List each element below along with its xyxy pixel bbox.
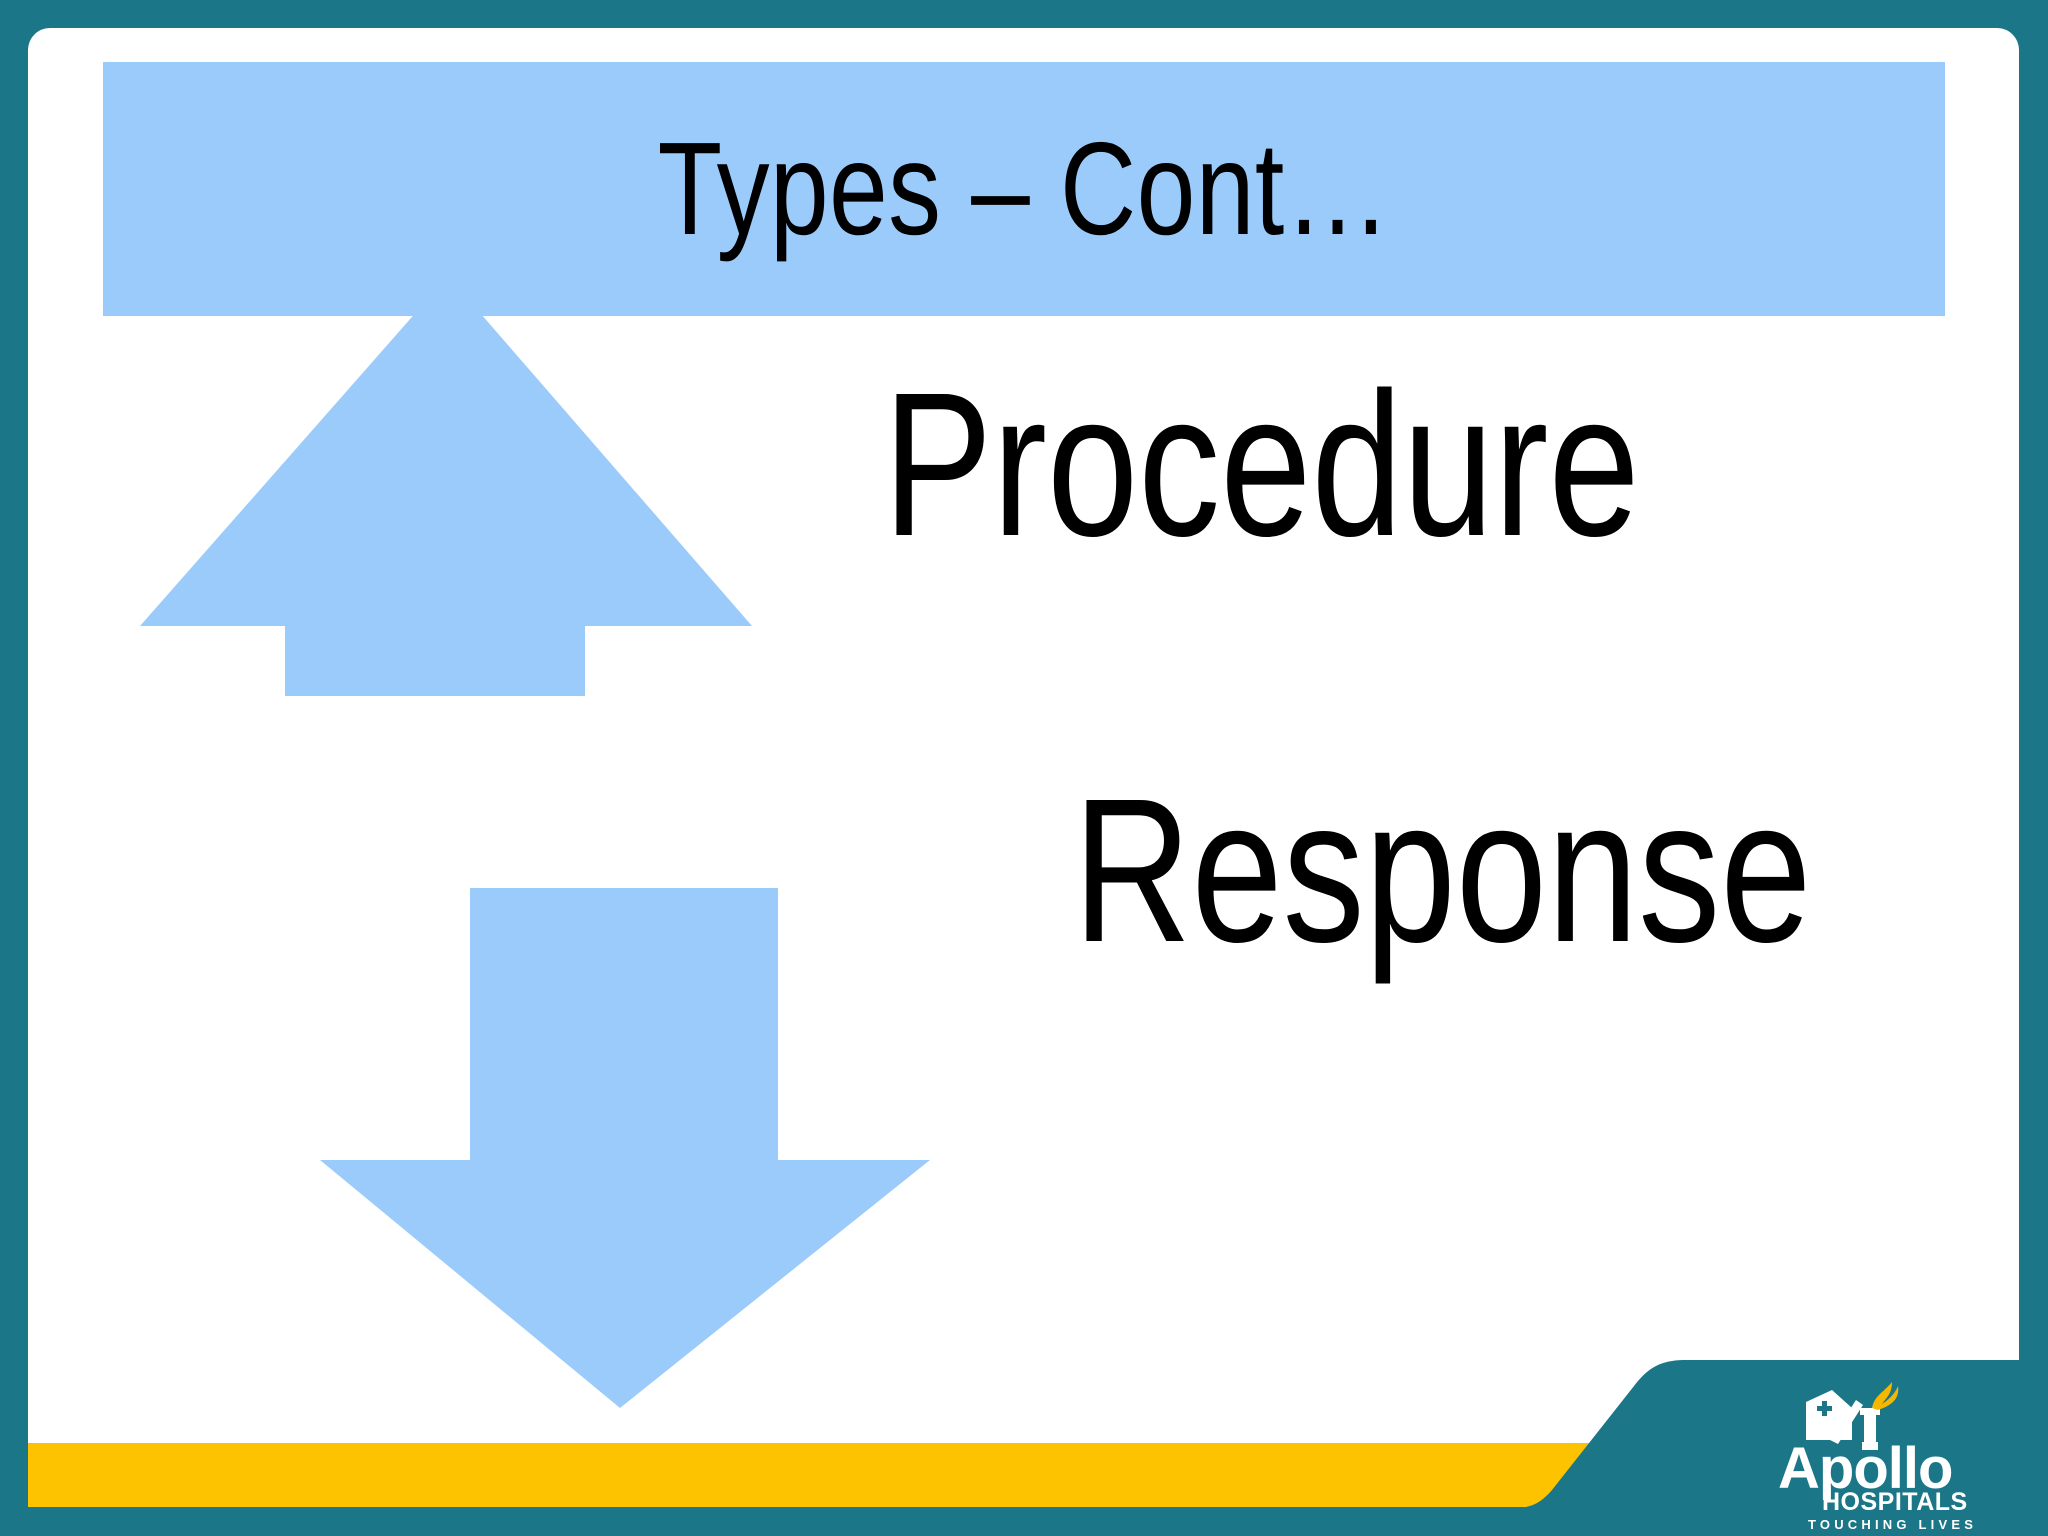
arrow-down-icon — [290, 888, 930, 1408]
item-label-procedure: Procedure — [883, 350, 1640, 579]
slide-title-bar: Types – Cont… — [103, 62, 1945, 316]
page-title: Types – Cont… — [657, 115, 1391, 262]
logo-tagline: TOUCHING LIVES — [1808, 1517, 1978, 1532]
footer-teal-swoosh — [1490, 1360, 2048, 1536]
apollo-hospitals-logo: Apollo HOSPITALS TOUCHING LIVES — [1778, 1378, 1978, 1532]
item-label-response: Response — [1073, 756, 1812, 985]
arrow-up-icon — [112, 276, 752, 696]
logo-subtext: HOSPITALS — [1822, 1488, 1968, 1516]
logo-wordmark: Apollo — [1778, 1436, 1953, 1501]
slide-content-area: Types – Cont… Procedure Response — [28, 28, 2019, 1508]
apollo-emblem-icon — [1800, 1378, 1920, 1456]
